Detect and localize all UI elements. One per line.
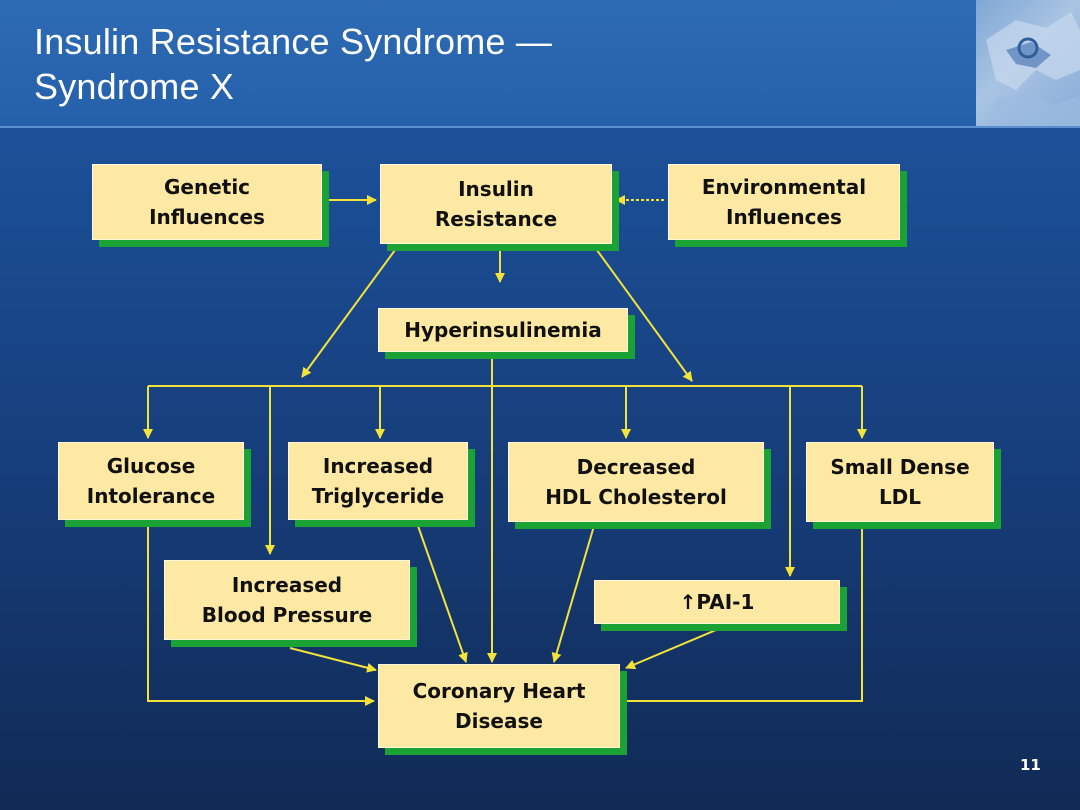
arrow-insulin-down-left <box>301 245 399 378</box>
page-number: 11 <box>1020 756 1041 774</box>
arrow-pai-to-chd <box>625 629 717 670</box>
arrow-ldl-to-chd <box>617 528 863 706</box>
slide-title-line-1: Insulin Resistance Syndrome — <box>34 21 553 62</box>
map-logo-image <box>976 0 1080 128</box>
arrow-triglyceride-to-chd <box>417 525 468 663</box>
title-bar: Insulin Resistance Syndrome — Syndrome X <box>0 0 976 128</box>
node-pai-1: ↑PAI-1 <box>594 580 840 624</box>
slide-title-line-2: Syndrome X <box>34 66 235 107</box>
node-hyperinsulinemia: Hyperinsulinemia <box>378 308 628 352</box>
arrow-glucose-to-chd <box>147 524 375 706</box>
arrow-hdl-to-chd <box>551 525 595 663</box>
arrow-blood-pressure-to-chd <box>289 647 377 673</box>
arrow-insulin-down-right <box>593 245 693 382</box>
map-graphic-icon <box>986 12 1080 126</box>
